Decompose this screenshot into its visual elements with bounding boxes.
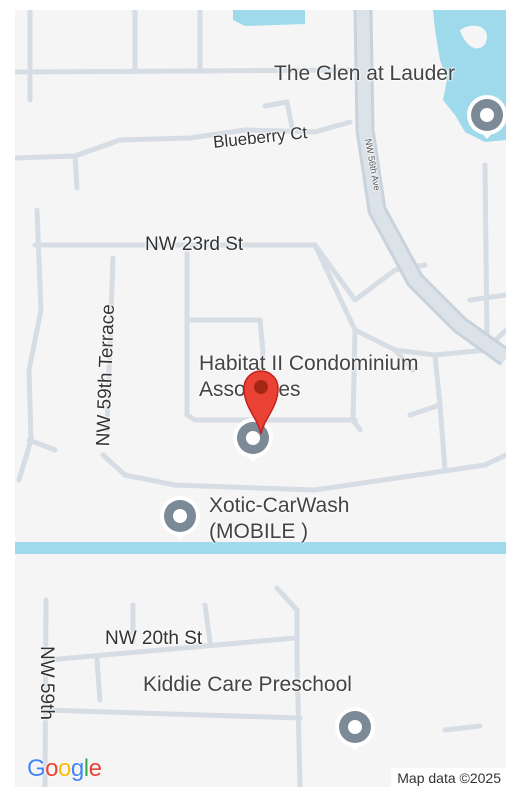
map-attribution[interactable]: Map data ©2025	[391, 768, 506, 787]
street-label-nw-59th: NW 59th	[36, 646, 57, 720]
place-marker-icon[interactable]	[467, 95, 506, 139]
google-logo: Google	[27, 755, 102, 782]
place-label-xotic-line1[interactable]: Xotic-CarWash	[209, 494, 350, 517]
water-island	[460, 25, 487, 49]
street-label-nw-20th-st: NW 20th St	[105, 628, 203, 649]
red-location-pin-icon[interactable]	[240, 366, 282, 436]
place-label-xotic-line2[interactable]: (MOBILE )	[209, 520, 309, 543]
map-view[interactable]: Blueberry Ct NW 56th Ave NW 23rd St NW 5…	[15, 10, 506, 787]
place-marker-icon[interactable]	[160, 496, 200, 540]
major-road-nw-56th-ave-inner	[356, 10, 506, 364]
water-pond-top	[233, 10, 305, 26]
water-canal	[15, 542, 506, 554]
place-label-habitat-line1[interactable]: Habitat II Condominium	[199, 352, 419, 375]
place-marker-icon[interactable]	[335, 707, 375, 751]
place-label-the-glen[interactable]: The Glen at Lauder	[274, 62, 455, 85]
street-label-nw-23rd-st: NW 23rd St	[145, 234, 244, 255]
place-label-kiddie-care[interactable]: Kiddie Care Preschool	[143, 673, 352, 696]
map-canvas[interactable]	[15, 10, 506, 787]
